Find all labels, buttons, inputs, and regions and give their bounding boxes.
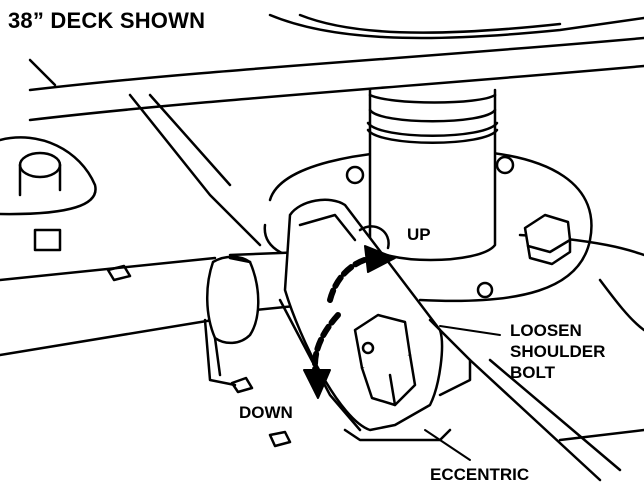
diagram-title: 38” DECK SHOWN [8,8,206,33]
left-pulley [0,58,97,252]
up-label: UP [407,225,431,244]
spindle-housing [366,88,499,262]
eccentric-label: ECCENTRIC [430,465,530,484]
leader-lines [424,325,501,461]
callout-line-1: LOOSEN [510,321,582,340]
down-arrow [303,312,341,399]
flange-nut [523,213,572,266]
up-arrow [327,245,396,303]
callout-line-2: SHOULDER [510,342,606,361]
loosen-shoulder-bolt-callout: LOOSEN SHOULDER BOLT [510,320,605,383]
callout-line-3: BOLT [510,363,556,382]
drive-belt [28,13,644,122]
rod-clamp [203,255,260,387]
eccentric-bolt [353,313,417,407]
lift-rod [0,250,317,357]
deck-slots [106,264,292,448]
down-label: DOWN [239,403,293,422]
